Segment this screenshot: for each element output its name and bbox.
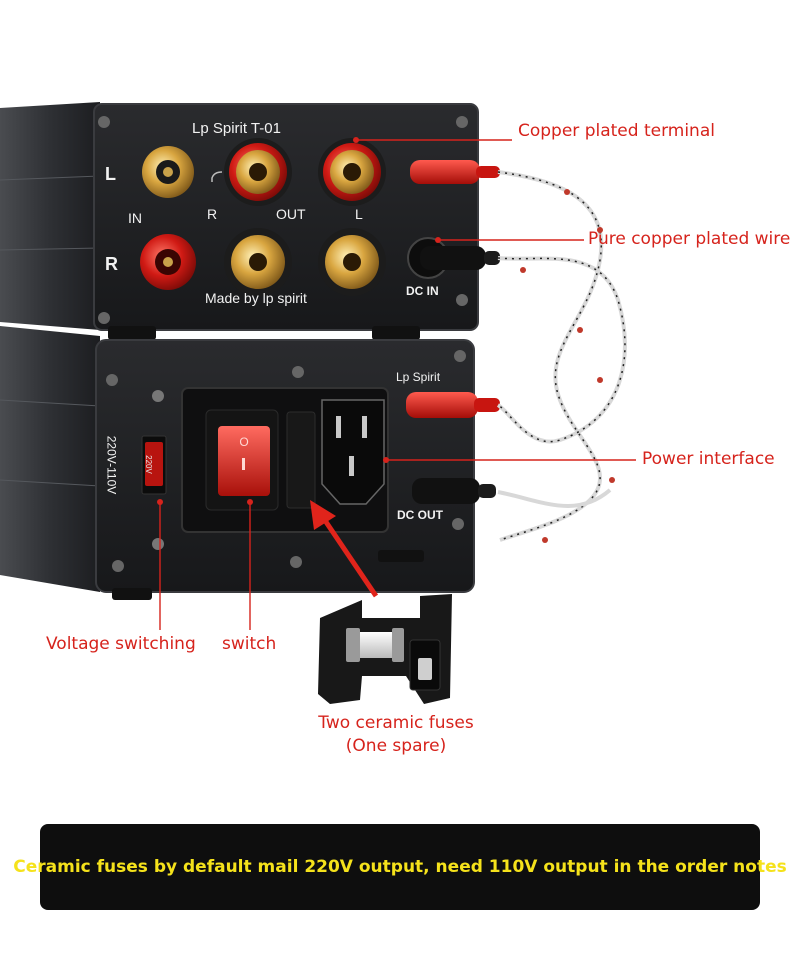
dc-plug-icon — [412, 246, 500, 504]
dc-out-label: DC OUT — [397, 508, 443, 522]
channel-left-label: L — [105, 164, 116, 184]
fuses-callout: Two ceramic fuses (One spare) — [286, 712, 506, 758]
input-label: IN — [128, 210, 142, 226]
notice-banner-text: Ceramic fuses by default mail 220V outpu… — [13, 857, 787, 877]
fuse-holder-icon — [318, 594, 452, 704]
banana-plug-icon — [406, 160, 500, 418]
copper-terminal-callout: Copper plated terminal — [518, 121, 715, 141]
voltage-switch-label: 220V — [143, 455, 153, 474]
dc-in-label: DC IN — [406, 284, 439, 298]
copper-wire-callout: Pure copper plated wire — [588, 229, 791, 249]
output-left-label: L — [355, 206, 363, 222]
voltage-switch-icon — [141, 435, 167, 495]
svg-text:O: O — [239, 435, 248, 449]
notice-banner: Ceramic fuses by default mail 220V outpu… — [13, 824, 787, 910]
screw-icon — [98, 116, 468, 324]
callout-lines — [157, 137, 636, 630]
switch-callout: switch — [222, 634, 277, 654]
power-interface-callout: Power interface — [642, 449, 775, 469]
rocker-switch-icon: O — [218, 426, 270, 496]
screw-icon — [106, 350, 466, 572]
made-by-label: Made by lp spirit — [205, 290, 307, 306]
binding-post-icon — [224, 138, 386, 296]
fuses-callout-line2: (One spare) — [345, 736, 447, 756]
voltage-switching-callout: Voltage switching — [46, 634, 196, 654]
voltage-side-label: 220V-110V — [104, 435, 119, 495]
fuses-callout-line1: Two ceramic fuses — [318, 713, 474, 733]
copper-wire-icon — [496, 170, 627, 543]
arrow-icon — [310, 500, 379, 598]
rca-jack-right-icon — [140, 234, 196, 290]
output-right-label: R — [207, 206, 218, 222]
device-brand-model: Lp Spirit T-01 — [192, 120, 281, 137]
iec-socket-icon — [321, 399, 385, 505]
power-inlet-module: O — [181, 387, 389, 533]
fuse-icon — [346, 628, 404, 662]
channel-right-label: R — [105, 254, 118, 274]
amplifier-unit — [0, 102, 479, 340]
rca-jack-left-icon — [142, 146, 194, 198]
power-supply-unit: O — [0, 160, 500, 600]
psu-brand-label: Lp Spirit — [396, 370, 441, 384]
output-label: OUT — [276, 206, 306, 222]
